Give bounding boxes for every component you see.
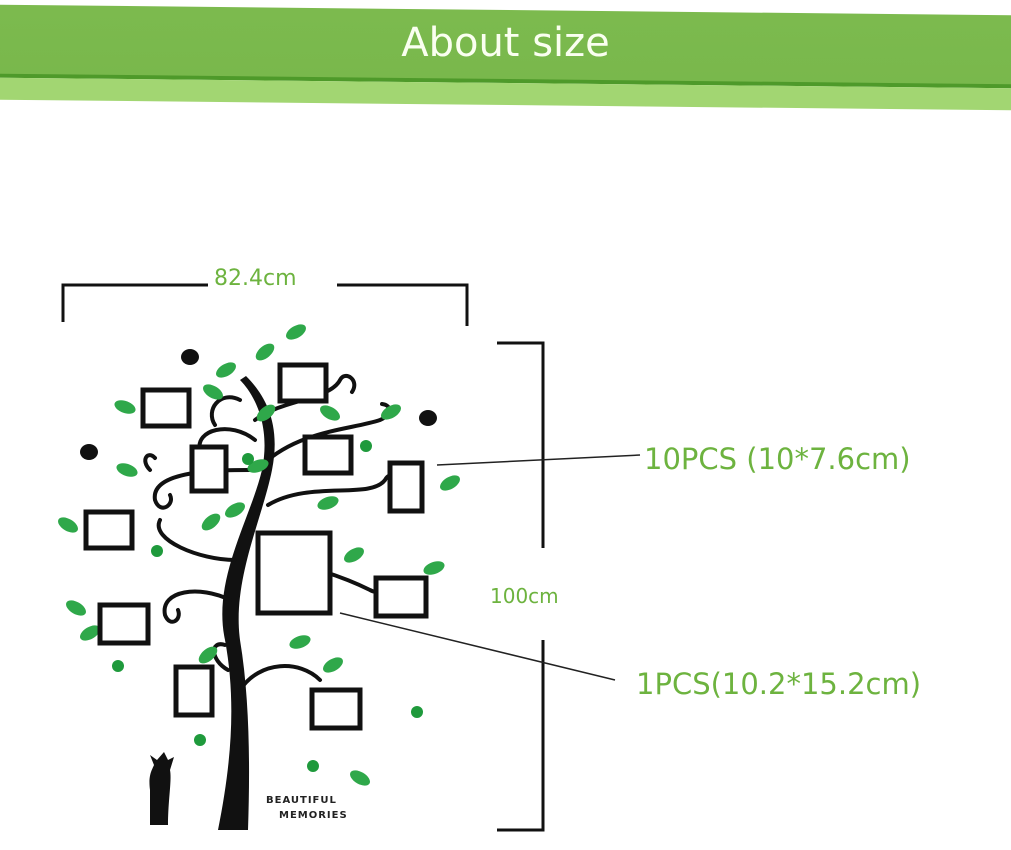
leaf-icon [198,646,218,664]
leaf-icon [58,517,78,533]
tree-branch [197,427,257,452]
leaf-icon [225,502,245,518]
callout-line-small-frames [436,454,641,466]
leaf-icon [286,324,306,340]
leaf-icon [203,384,223,400]
tree-branch [209,395,242,427]
leaf-icon [114,400,136,414]
leaf-icon [317,496,339,510]
leaf-icon [320,405,340,421]
decal-caption-line1: BEAUTIFUL [266,795,337,806]
tree-branch [238,664,322,692]
butterfly-icon [181,349,199,365]
callout-large-frame: 1PCS(10.2*15.2cm) [636,667,922,701]
tree-branch [162,589,232,624]
flower-icon [360,440,372,452]
leaf-icon [381,404,401,420]
leaf-icon [440,475,460,491]
callout-line-large-frame [339,612,616,681]
decal-caption-line2: MEMORIES [279,810,348,821]
leaf-icon [289,635,311,649]
tree-branch [156,518,237,562]
flower-icon [112,660,124,672]
width-label: 82.4cm [214,266,297,291]
tree-branch [143,453,157,472]
tree-trunk [218,376,275,830]
flower-icon [307,760,319,772]
photo-frame [97,602,151,646]
leaf-icon [423,561,445,575]
leaf-icon [66,600,86,616]
tree-branch [253,373,357,422]
height-bracket [497,341,545,832]
photo-frame [309,687,363,731]
leaf-icon [216,362,236,378]
leaf-icon [323,657,343,673]
leaf-icon [344,547,364,563]
photo-frame [302,434,354,476]
page-title: About size [401,20,610,66]
photo-frame [173,664,215,718]
height-label: 100cm [490,584,559,608]
leaf-icon [116,463,138,477]
photo-frame [387,460,425,514]
flower-icon [151,545,163,557]
photo-frame [83,509,135,551]
butterfly-icon [419,410,437,426]
leaf-icon [255,343,275,361]
photo-frame [277,362,329,404]
photo-frame [140,387,192,429]
flower-icon [411,706,423,718]
width-bracket [61,283,469,326]
leaf-icon [201,513,221,531]
flower-icon [194,734,206,746]
leaf-icon [256,404,276,422]
photo-frame [189,444,229,494]
photo-frame-large [255,530,333,616]
leaf-icon [80,625,100,641]
cat-silhouette [149,752,174,825]
butterfly-icon [80,444,98,460]
photo-frame [373,575,429,619]
flower-icon [242,453,254,465]
leaf-icon [350,770,370,786]
callout-small-frames: 10PCS (10*7.6cm) [644,442,911,476]
